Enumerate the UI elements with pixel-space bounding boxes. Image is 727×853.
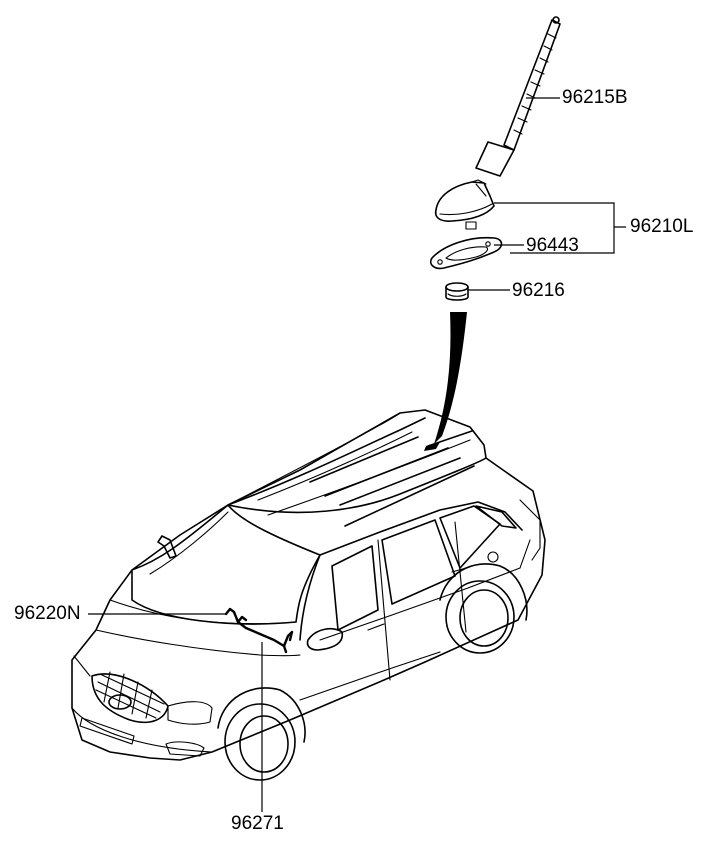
roof-mount-point [424,442,440,451]
gasket [429,236,503,270]
grommet [445,282,469,301]
antenna-base [434,179,495,230]
vehicle-suv [71,409,546,781]
callout-96215B: 96215B [562,87,628,108]
antenna-mast [475,16,561,177]
callout-96271: 96271 [231,813,284,834]
callout-96443: 96443 [526,235,579,256]
callout-96216: 96216 [512,280,565,301]
callout-96220N: 96220N [14,603,81,624]
wiring-harness [224,607,294,654]
antenna-cable [434,312,467,444]
leader-lines [88,97,626,812]
roof-antenna-stub [157,535,177,559]
leader-96210L-bracket [494,202,626,254]
callout-96210L: 96210L [630,216,694,237]
